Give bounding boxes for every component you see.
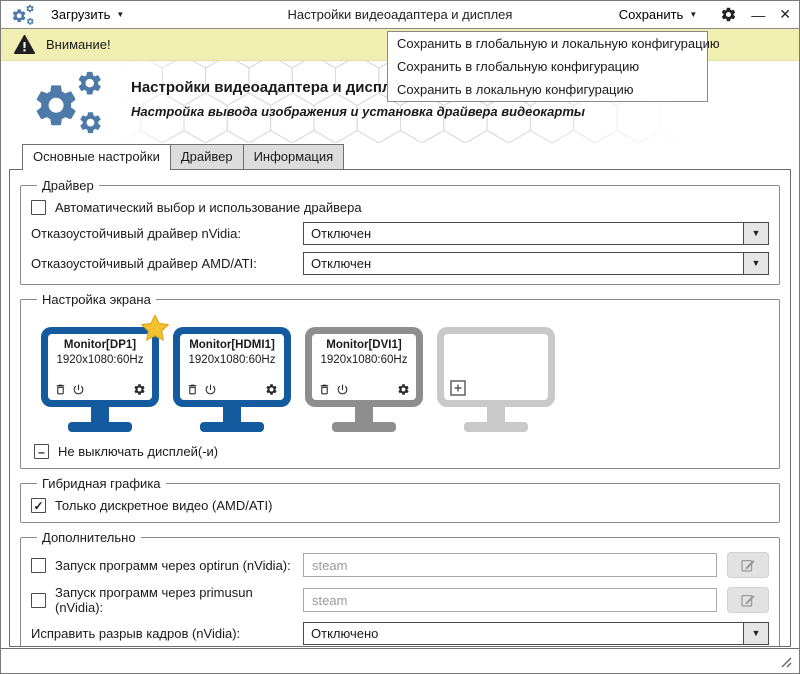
menu-item-save-global-local[interactable]: Сохранить в глобальную и локальную конфи…: [397, 36, 720, 51]
monitor-settings-gear-icon[interactable]: [265, 383, 278, 396]
group-extra-legend: Дополнительно: [42, 530, 136, 545]
discrete-only-label: Только дискретное видео (AMD/ATI): [55, 498, 273, 513]
primary-star-icon: [141, 314, 169, 341]
amd-failsafe-dropdown-button[interactable]: ▼: [743, 253, 768, 274]
edit-pencil-icon: [741, 559, 755, 572]
tearing-fix-dropdown-button[interactable]: ▼: [743, 623, 768, 644]
status-bar: [1, 648, 799, 673]
power-monitor-icon[interactable]: [204, 383, 217, 396]
nvidia-failsafe-dropdown-button[interactable]: ▼: [743, 223, 768, 244]
group-hybrid-legend: Гибридная графика: [42, 476, 161, 491]
power-monitor-icon[interactable]: [72, 383, 85, 396]
optirun-checkbox[interactable]: [31, 557, 46, 573]
monitor-card-empty[interactable]: [437, 327, 555, 432]
group-hybrid: Гибридная графика ✓ Только дискретное ви…: [20, 476, 780, 523]
nvidia-failsafe-label: Отказоустойчивый драйвер nVidia:: [31, 226, 241, 241]
optirun-label: Запуск программ через optirun (nVidia):: [55, 557, 291, 573]
save-button-label: Сохранить: [618, 7, 684, 22]
warning-triangle-icon: [13, 34, 35, 55]
tearing-fix-value: Отключено: [311, 626, 379, 641]
keep-display-on-label: Не выключать дисплей(-и): [58, 444, 219, 459]
monitor-name: Monitor[DP1]: [63, 339, 137, 351]
auto-driver-checkbox[interactable]: [31, 200, 46, 215]
monitor-card-dvi1[interactable]: Monitor[DVI1] 1920x1080:60Hz: [305, 327, 423, 432]
discrete-only-checkbox[interactable]: ✓: [31, 498, 46, 513]
page-title: Настройки видеоадаптера и дисплея: [131, 79, 409, 96]
primusun-input[interactable]: [303, 588, 717, 612]
titlebar: Загрузить ▼ Настройки видеоадаптера и ди…: [1, 1, 799, 29]
amd-failsafe-label: Отказоустойчивый драйвер AMD/ATI:: [31, 256, 257, 271]
menu-item-save-local[interactable]: Сохранить в локальную конфигурацию: [397, 82, 634, 97]
chevron-down-icon: ▼: [751, 228, 761, 238]
chevron-down-icon: ▼: [751, 258, 761, 268]
delete-monitor-icon[interactable]: [318, 383, 331, 396]
group-screen-legend: Настройка экрана: [42, 292, 151, 307]
save-dropdown-menu: Сохранить в глобальную и локальную конфи…: [387, 31, 720, 102]
tab-strip: Основные настройки Драйвер Информация: [1, 143, 799, 170]
monitor-resolution: 1920x1080:60Hz: [320, 354, 408, 366]
nvidia-failsafe-value: Отключен: [311, 226, 372, 241]
monitor-resolution: 1920x1080:60Hz: [188, 354, 276, 366]
power-monitor-icon[interactable]: [336, 383, 349, 396]
monitor-name: Monitor[HDMI1]: [189, 339, 275, 351]
monitor-settings-gear-icon[interactable]: [397, 383, 410, 396]
monitor-resolution: 1920x1080:60Hz: [56, 354, 144, 366]
settings-gear-icon[interactable]: [719, 6, 737, 24]
tab-main-settings[interactable]: Основные настройки: [22, 144, 171, 170]
minimize-button[interactable]: —: [751, 6, 766, 23]
tab-info[interactable]: Информация: [243, 144, 345, 169]
close-button[interactable]: ✕: [779, 6, 791, 22]
header-logo-gears-icon: [36, 71, 101, 134]
chevron-down-icon: ▼: [751, 628, 761, 638]
monitor-settings-gear-icon[interactable]: [133, 383, 146, 396]
group-driver-legend: Драйвер: [42, 178, 94, 193]
app-logo-gears-icon: [12, 4, 34, 25]
menu-item-save-global[interactable]: Сохранить в глобальную конфигурацию: [397, 59, 640, 74]
add-monitor-plus-icon[interactable]: [450, 380, 466, 396]
save-button[interactable]: Сохранить ▼: [611, 4, 706, 25]
load-button-label: Загрузить: [51, 7, 111, 22]
primusun-checkbox[interactable]: [31, 592, 46, 608]
amd-failsafe-value: Отключен: [311, 256, 372, 271]
tearing-fix-select[interactable]: Отключено ▼: [303, 622, 769, 645]
tearing-fix-label: Исправить разрыв кадров (nVidia):: [31, 626, 241, 641]
tab-content-pane: Драйвер Автоматический выбор и использов…: [9, 169, 791, 647]
monitor-card-hdmi1[interactable]: Monitor[HDMI1] 1920x1080:60Hz: [173, 327, 291, 432]
delete-monitor-icon[interactable]: [54, 383, 67, 396]
primusun-edit-button[interactable]: [727, 587, 769, 613]
chevron-down-icon: ▼: [116, 9, 125, 19]
group-screen: Настройка экрана Monitor[DP1] 1920x1080:…: [20, 292, 780, 469]
page-subtitle: Настройка вывода изображения и установка…: [131, 104, 586, 119]
optirun-edit-button[interactable]: [727, 552, 769, 578]
load-button[interactable]: Загрузить ▼: [43, 4, 132, 25]
monitor-row: Monitor[DP1] 1920x1080:60Hz: [31, 311, 769, 432]
resize-grip[interactable]: [779, 655, 793, 669]
nvidia-failsafe-select[interactable]: Отключен ▼: [303, 222, 769, 245]
delete-monitor-icon[interactable]: [186, 383, 199, 396]
warning-text: Внимание!: [46, 37, 111, 52]
monitor-name: Monitor[DVI1]: [326, 339, 402, 351]
group-driver: Драйвер Автоматический выбор и использов…: [20, 178, 780, 285]
monitor-card-dp1[interactable]: Monitor[DP1] 1920x1080:60Hz: [41, 314, 169, 432]
primusun-label: Запуск программ через primusun (nVidia):: [55, 585, 253, 615]
tab-driver[interactable]: Драйвер: [170, 144, 244, 169]
optirun-input[interactable]: [303, 553, 717, 577]
chevron-down-icon: ▼: [689, 9, 698, 19]
auto-driver-label: Автоматический выбор и использование дра…: [55, 200, 362, 215]
keep-display-on-checkbox[interactable]: –: [34, 444, 49, 459]
edit-pencil-icon: [741, 594, 755, 607]
group-extra: Дополнительно Запуск программ через opti…: [20, 530, 780, 646]
amd-failsafe-select[interactable]: Отключен ▼: [303, 252, 769, 275]
